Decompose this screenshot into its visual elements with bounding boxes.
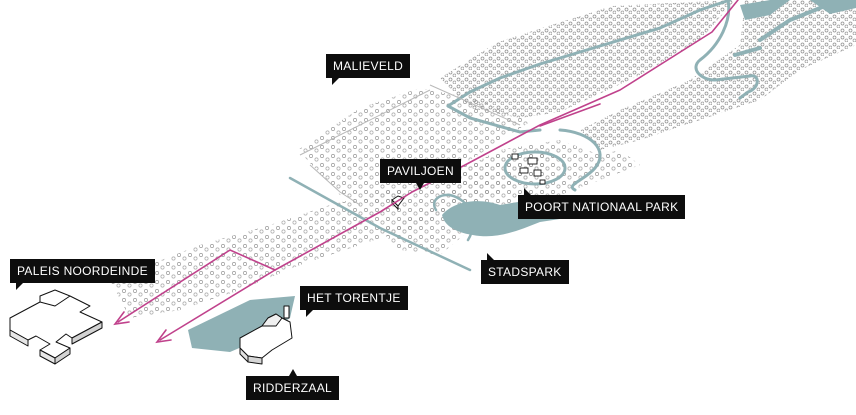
walkways [299,84,521,206]
route-lines [117,0,739,341]
pond-ring [503,150,567,186]
label-het-torentje: HET TORENTJE [300,286,408,317]
poort-buildings [511,153,546,185]
water-canals [288,0,842,272]
label-poort-nationaal-park: POORT NATIONAAL PARK [518,188,686,219]
ridderzaal-building [239,305,293,365]
route-arrowheads [113,311,172,344]
label-paleis-noordeinde: PALEIS NOORDEINDE [10,259,155,290]
paleis-noordeinde-building [9,289,103,365]
label-stadspark: STADSPARK [481,253,569,284]
label-ridderzaal: RIDDERZAAL [246,369,340,400]
forest-upper-right [440,0,856,150]
label-malieveld: MALIEVELD [326,54,411,85]
label-paviljoen: PAVILJOEN [380,159,461,190]
